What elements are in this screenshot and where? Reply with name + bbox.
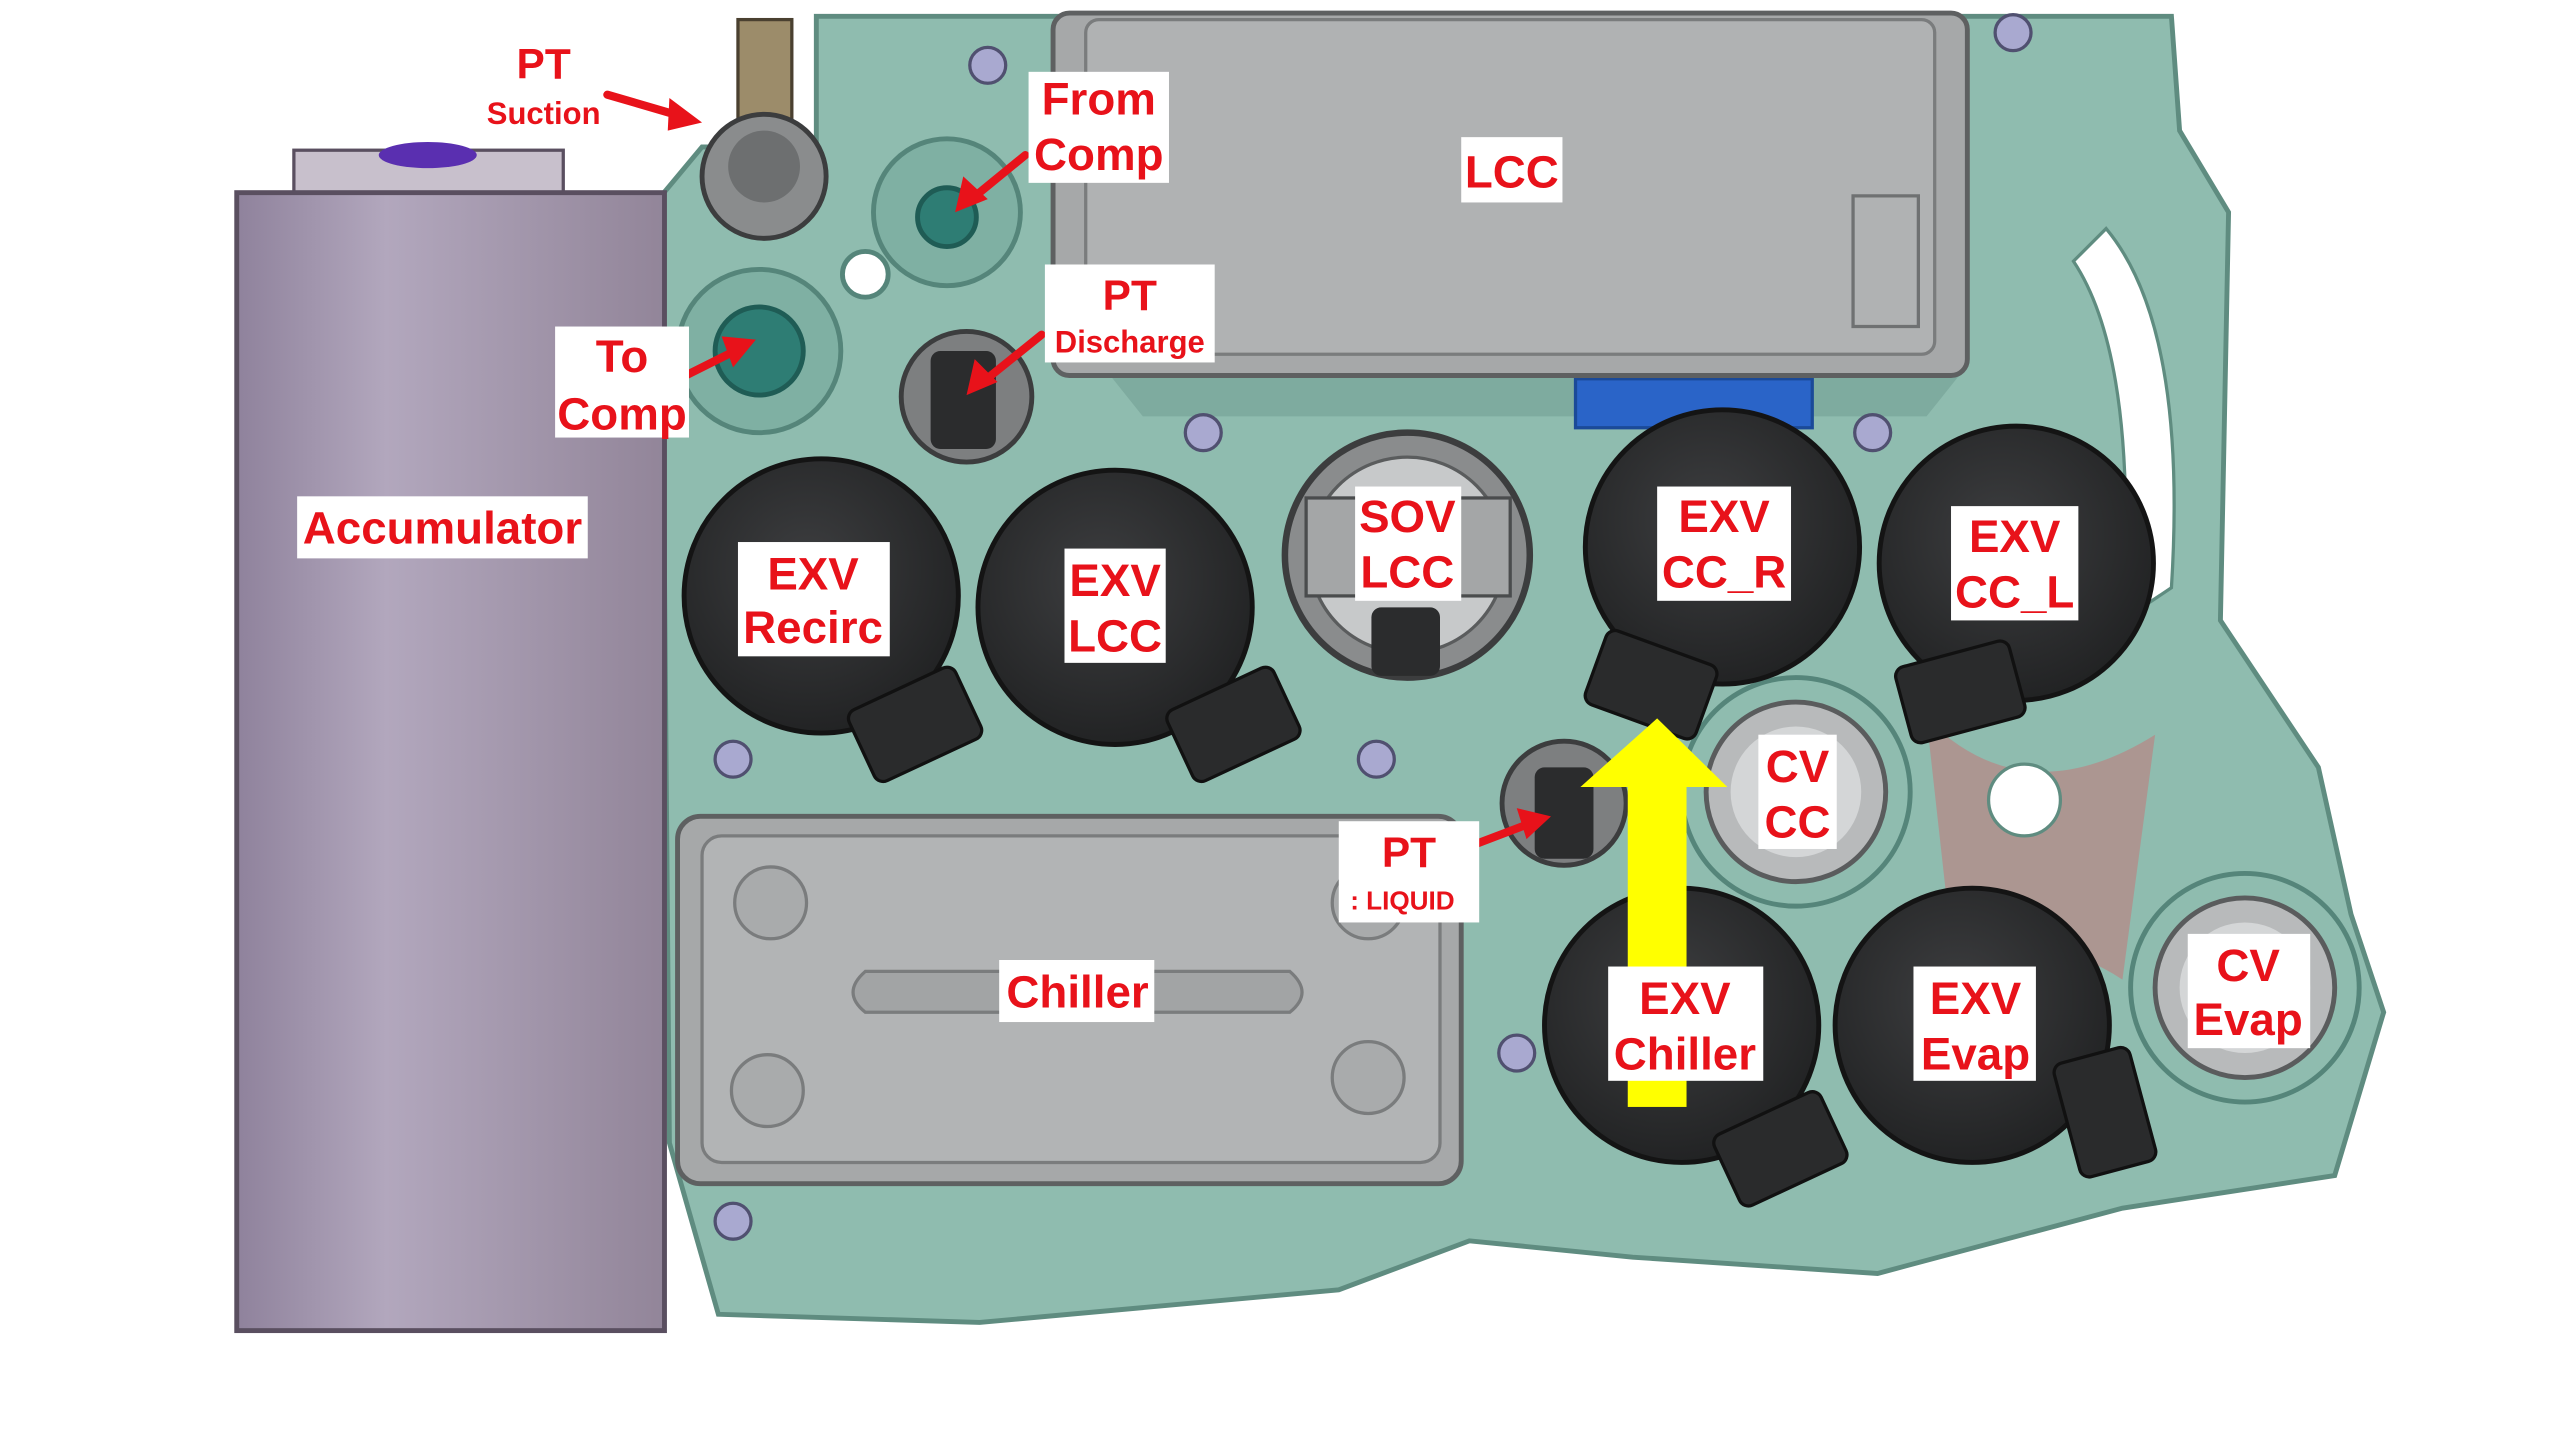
labels: PT Suction From Comp LCC PT Discharge To… (303, 40, 2303, 1079)
arrow-pt-discharge (978, 330, 1046, 387)
label-pt-discharge-line2: Discharge (1055, 325, 1205, 360)
label-sov-lcc-line1: SOV (1359, 491, 1456, 542)
label-sov-lcc-line2: LCC (1360, 547, 1454, 598)
label-cv-cc-line1: CV (1766, 741, 1830, 792)
label-exv-lcc-line1: EXV (1069, 555, 1161, 606)
label-to-comp-line1: To (596, 331, 648, 382)
label-backgrounds (297, 71, 2311, 1081)
pt-liquid-sensor (1499, 738, 1629, 868)
label-chiller: Chiller (1006, 966, 1148, 1017)
label-cv-evap-line1: CV (2216, 940, 2280, 991)
label-cv-cc-line2: CC (1765, 797, 1831, 848)
label-to-comp-line2: Comp (557, 388, 686, 439)
pt-discharge-sensor (898, 328, 1035, 465)
pt-suction-sensor (699, 17, 829, 241)
label-exv-recirc-line1: EXV (767, 548, 859, 599)
label-exv-cc-l-line2: CC_L (1955, 566, 2074, 617)
label-exv-chiller-line1: EXV (1639, 973, 1731, 1024)
label-lcc: LCC (1465, 147, 1559, 198)
label-pt-suction-line2: Suction (487, 96, 601, 131)
label-exv-lcc-line2: LCC (1068, 610, 1162, 661)
label-pt-liquid-line2: : LIQUID (1350, 885, 1454, 915)
label-exv-evap-line1: EXV (1930, 973, 2022, 1024)
label-exv-cc-r-line2: CC_R (1662, 547, 1786, 598)
ports (675, 136, 1023, 436)
label-from-comp-line1: From (1042, 73, 1156, 124)
bolts (713, 13, 2033, 1241)
label-pt-discharge-line1: PT (1103, 272, 1157, 319)
label-exv-cc-l-line1: EXV (1969, 511, 2061, 562)
label-accumulator: Accumulator (303, 503, 583, 554)
label-pt-liquid-line1: PT (1382, 829, 1436, 876)
accumulator-cylinder (234, 142, 667, 1334)
pointer-arrows (603, 90, 1552, 854)
label-exv-chiller-line2: Chiller (1614, 1028, 1756, 1079)
label-from-comp-line2: Comp (1034, 129, 1163, 180)
label-cv-evap-line2: Evap (2194, 994, 2303, 1045)
label-pt-suction-line1: PT (517, 40, 571, 87)
label-exv-cc-r-line1: EXV (1678, 491, 1770, 542)
label-exv-evap-line2: Evap (1921, 1028, 2030, 1079)
label-exv-recirc-line2: Recirc (743, 602, 883, 653)
arrow-from-comp (967, 151, 1030, 204)
